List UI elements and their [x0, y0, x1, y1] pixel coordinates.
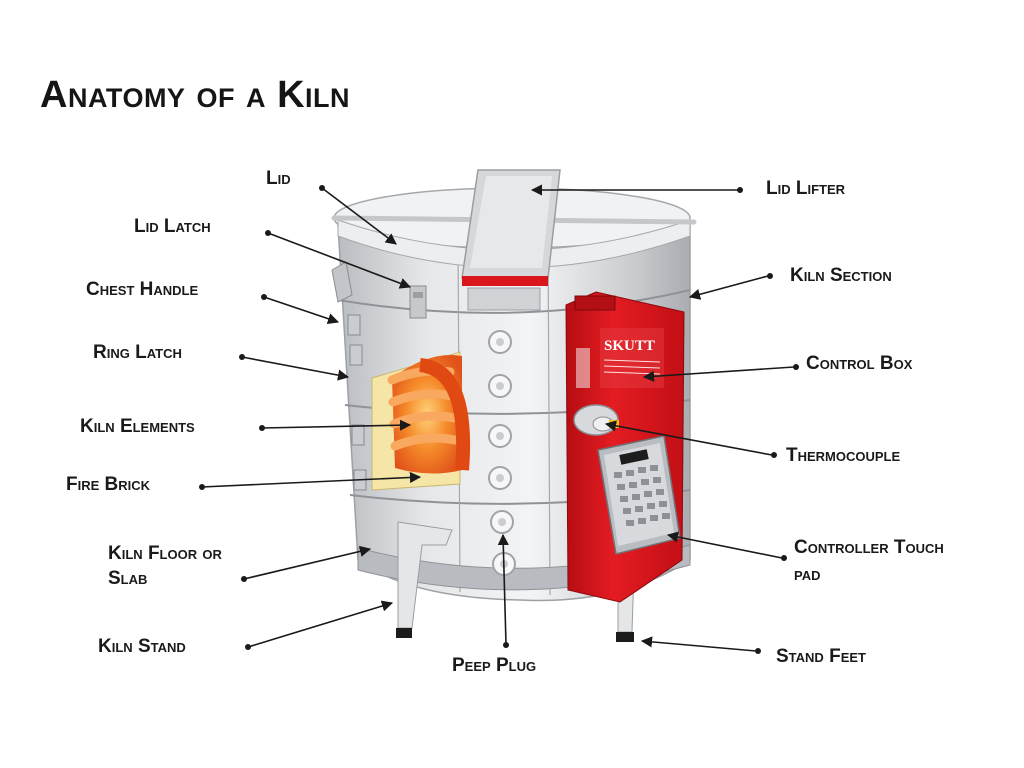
- leader-thermocouple: [604, 420, 773, 456]
- peep-plugs: [488, 330, 516, 576]
- label-lid-latch: Lid Latch: [134, 216, 211, 237]
- leader-control-box: [642, 366, 795, 382]
- stand-foot-right: [616, 632, 634, 642]
- label-kiln-floor-line2: Slab: [108, 568, 148, 589]
- label-kiln-section: Kiln Section: [790, 265, 892, 286]
- label-kiln-stand: Kiln Stand: [98, 636, 186, 657]
- leader-dots: [199, 185, 799, 654]
- label-thermocouple: Thermocouple: [786, 445, 901, 466]
- label-peep-plug: Peep Plug: [452, 655, 537, 676]
- thermocouple: [573, 404, 619, 436]
- label-lid-lifter: Lid Lifter: [766, 178, 846, 199]
- label-ring-latch: Ring Latch: [93, 342, 182, 363]
- diagram-title: Anatomy of a Kiln: [40, 74, 351, 116]
- brand-logo: SKUTT: [604, 338, 655, 354]
- label-lid: Lid: [266, 168, 291, 189]
- leader-lid: [321, 187, 397, 245]
- label-controller-touch-pad-line1: Controller Touch: [794, 537, 944, 558]
- stand-foot-left: [396, 628, 412, 638]
- label-kiln-elements: Kiln Elements: [80, 416, 195, 437]
- label-stand-feet: Stand Feet: [776, 646, 866, 667]
- label-kiln-floor-line1: Kiln Floor or: [108, 543, 222, 564]
- leader-kiln-stand: [247, 600, 394, 648]
- leader-fire-brick: [201, 471, 422, 488]
- cutaway: [371, 351, 471, 491]
- lid-latch: [409, 285, 427, 319]
- leader-ring-latch: [241, 356, 350, 381]
- leader-lines: [201, 184, 795, 652]
- label-fire-brick: Fire Brick: [66, 474, 151, 495]
- leader-kiln-elements: [261, 419, 412, 431]
- label-control-box: Control Box: [806, 353, 913, 374]
- leader-kiln-floor: [243, 545, 372, 580]
- lid-lifter: [461, 169, 561, 311]
- chest-handle: [331, 261, 353, 303]
- leader-peep-plug: [497, 533, 509, 645]
- leader-controller-touch-pad: [666, 531, 783, 559]
- leader-chest-handle: [263, 296, 340, 325]
- label-chest-handle: Chest Handle: [86, 279, 199, 300]
- leader-lid-latch: [267, 232, 412, 289]
- label-controller-touch-pad-line2: pad: [794, 564, 821, 585]
- leader-stand-feet: [640, 636, 757, 652]
- leader-kiln-section: [688, 275, 769, 300]
